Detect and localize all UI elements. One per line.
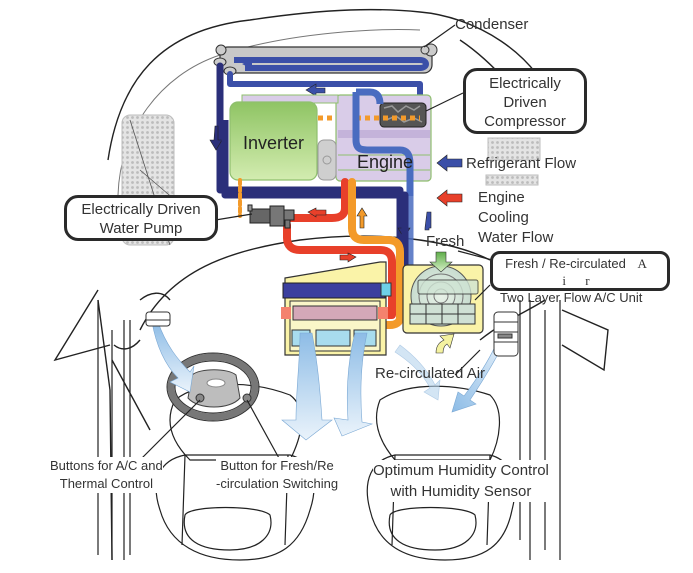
hood-outline — [107, 8, 561, 161]
condenser — [213, 43, 438, 76]
water-pump-label-line1: Electrically Driven — [81, 201, 201, 218]
leader-lines — [139, 24, 497, 461]
legend-refrigerant-arrow — [436, 154, 463, 172]
fresh-label: Fresh — [426, 233, 465, 250]
a-pillar-left — [97, 299, 113, 561]
fresh-button-label: Button for Fresh/Re -circulation Switchi… — [216, 457, 339, 493]
right-vent — [493, 311, 519, 357]
ac-unit-blower — [402, 251, 484, 354]
compressor-label-line2: Driven — [503, 94, 547, 111]
heater-core — [292, 305, 378, 321]
fresh-recirc-tail-a: A — [637, 256, 655, 271]
ac-unit-left — [281, 261, 392, 356]
compressor-label-line1: Electrically — [489, 75, 561, 92]
legend-coolant-line2: Cooling — [478, 209, 529, 226]
compressor — [379, 102, 427, 128]
a-pillar-right — [519, 300, 561, 560]
airflow-left-vent — [151, 321, 195, 393]
humidity-line2: with Humidity Sensor — [390, 483, 532, 500]
inverter-label: Inverter — [243, 133, 305, 153]
fresh-button-line2: -circulation Switching — [216, 476, 339, 491]
recirc-air-arrow — [435, 333, 455, 354]
left-pillar-lines — [97, 300, 131, 560]
right-mirror — [561, 309, 609, 372]
airflow-right-center — [333, 332, 374, 437]
ac-buttons-label: Buttons for A/C and Thermal Control — [50, 457, 163, 493]
fresh-recirc-tail-ir: i r — [562, 273, 598, 288]
water-pump — [247, 204, 295, 229]
refrigerant-return-pipe — [221, 120, 409, 290]
legend-coolant-label: Engine Cooling Water Flow — [478, 188, 553, 248]
ac-buttons-line2: Thermal Control — [59, 476, 153, 491]
airflow-left-center — [281, 332, 333, 441]
airflow-arrows — [151, 321, 507, 441]
condenser-label: Condenser — [455, 16, 529, 33]
legend-refrigerant-label: Refrigerant Flow — [466, 155, 577, 172]
recirculated-air-label: Re-circulated Air — [375, 365, 486, 382]
left-vent — [145, 311, 171, 327]
ac-unit-label: Two Layer Flow A/C Unit — [500, 290, 643, 305]
fresh-recirc-callout: Fresh / Re-circulated A i r — [490, 251, 670, 291]
humidity-label: Optimum Humidity Control with Humidity S… — [373, 460, 549, 502]
compressor-label-line3: Compressor — [484, 113, 566, 130]
arrow-down — [209, 125, 223, 151]
legend-coolant-arrow — [436, 189, 463, 207]
dashboard-curve — [139, 235, 491, 331]
inverter — [229, 101, 318, 181]
fresh-air-arrow — [429, 251, 453, 273]
fresh-recirc-button[interactable] — [242, 393, 252, 403]
coolant-direction-arrows — [307, 207, 368, 263]
legend-coolant-line1: Engine — [478, 189, 525, 206]
water-pump-callout: Electrically Driven Water Pump — [64, 195, 218, 241]
ac-control-button[interactable] — [195, 393, 205, 403]
fresh-button-line1: Button for Fresh/Re — [220, 458, 334, 473]
humidity-line1: Optimum Humidity Control — [373, 462, 549, 479]
coolant-circuit — [238, 178, 404, 329]
fresh-recirc-line1: Fresh / Re-circulated A — [493, 255, 667, 272]
airflow-right-vent — [451, 334, 507, 413]
water-pump-label-line2: Water Pump — [99, 220, 183, 237]
legend-coolant-line3: Water Flow — [478, 229, 554, 246]
fresh-recirc-text: Fresh / Re-circulated — [505, 256, 626, 271]
right-cowl-mesh — [487, 137, 541, 161]
evaporator — [282, 282, 386, 299]
arrow-up — [424, 211, 432, 231]
compressor-callout: Electrically Driven Compressor — [463, 68, 587, 134]
engine-label: Engine — [357, 152, 414, 172]
airflow-recirc-sweep — [394, 344, 441, 401]
ac-buttons-line1: Buttons for A/C and — [50, 458, 163, 473]
left-mirror — [53, 289, 111, 362]
